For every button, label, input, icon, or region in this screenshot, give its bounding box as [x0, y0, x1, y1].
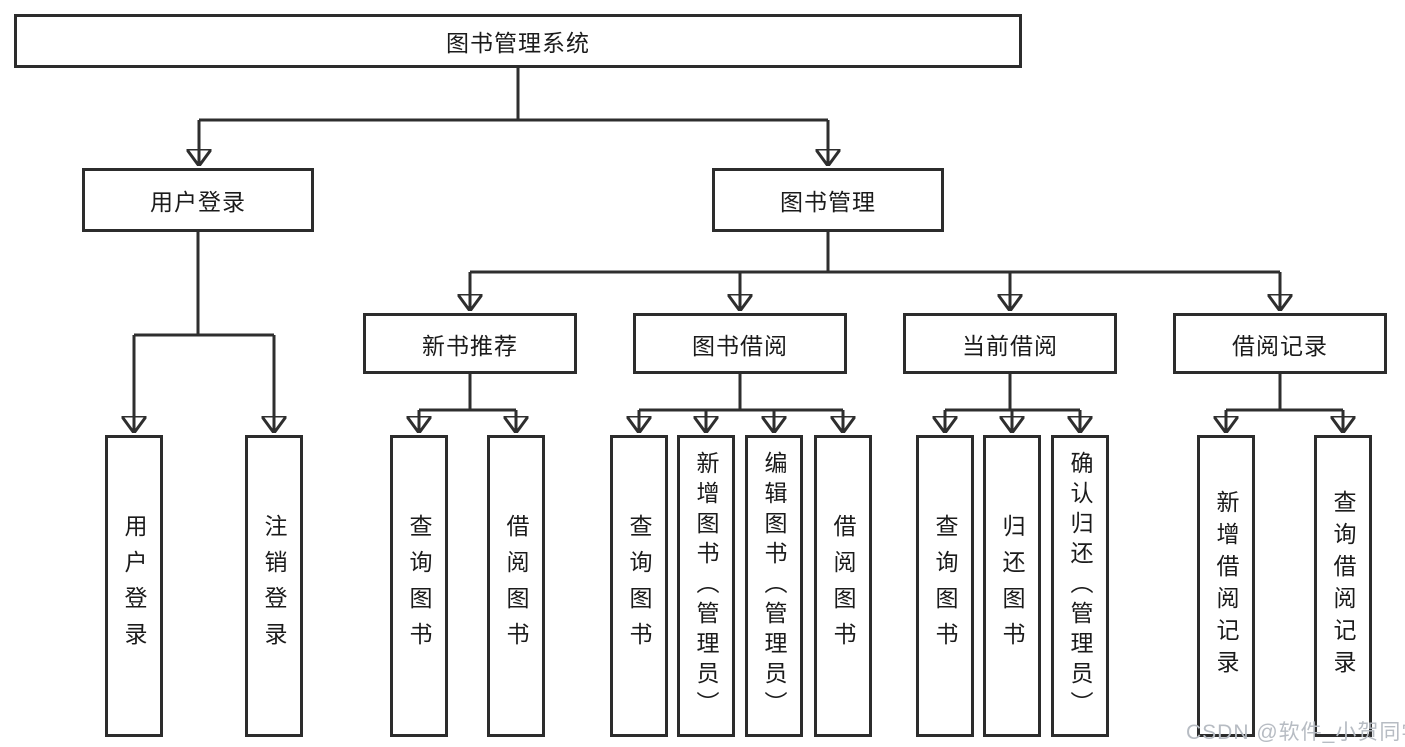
node-current-borrowing: 当前借阅	[903, 313, 1117, 374]
leaf-br-query-record: 查询借阅记录	[1314, 435, 1372, 737]
leaf-nb-query-book: 查询图书	[390, 435, 448, 737]
leaf-bb-borrow-book: 借阅图书	[814, 435, 872, 737]
leaf-bb-add-book-admin: 新增图书（管理员）	[677, 435, 735, 737]
leaf-cb-confirm-return-admin: 确认归还（管理员）	[1051, 435, 1109, 737]
leaf-nb-borrow-book: 借阅图书	[487, 435, 545, 737]
connector-borrow-records-trunk	[1226, 374, 1343, 412]
leaf-br-add-record: 新增借阅记录	[1197, 435, 1255, 737]
node-borrowing-records: 借阅记录	[1173, 313, 1387, 374]
node-new-book-recommendation: 新书推荐	[363, 313, 577, 374]
connector-book-mgmt-trunk	[470, 232, 1280, 274]
leaf-bb-query-book: 查询图书	[610, 435, 668, 737]
connector-current-borrow-trunk	[945, 374, 1080, 412]
node-user-login: 用户登录	[82, 168, 314, 232]
connector-root-trunk	[199, 68, 828, 122]
connector-user-login-trunk	[134, 232, 274, 337]
leaf-cb-query-book: 查询图书	[916, 435, 974, 737]
node-root-system: 图书管理系统	[14, 14, 1022, 68]
leaf-logout: 注销登录	[245, 435, 303, 737]
node-book-borrowing: 图书借阅	[633, 313, 847, 374]
csdn-watermark: CSDN @软件_小贺同学	[1186, 721, 1405, 744]
connector-book-borrow-trunk	[639, 374, 843, 412]
leaf-bb-edit-book-admin: 编辑图书（管理员）	[745, 435, 803, 737]
node-book-management: 图书管理	[712, 168, 944, 232]
leaf-user-login: 用户登录	[105, 435, 163, 737]
connector-new-book-rec-trunk	[419, 374, 516, 412]
leaf-cb-return-book: 归还图书	[983, 435, 1041, 737]
